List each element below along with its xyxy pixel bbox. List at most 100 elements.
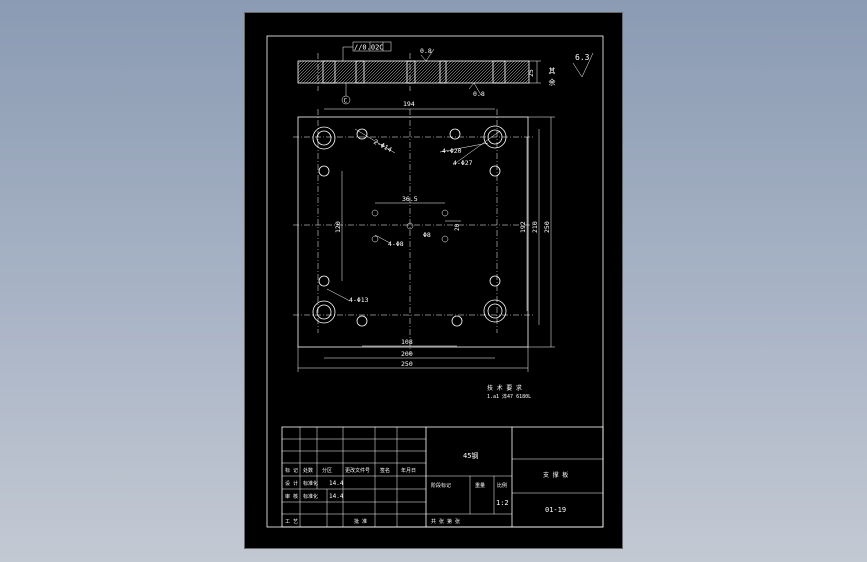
dim-108: 108: [401, 338, 413, 346]
hatch-line: [362, 60, 386, 84]
other-roughness-label: 其 余: [548, 67, 556, 86]
hatch-line: [425, 60, 449, 84]
hatch-line: [297, 60, 320, 83]
section-hole-3: [406, 60, 416, 84]
hatch-line: [527, 81, 530, 84]
hatch-line: [377, 60, 401, 84]
drawing-no: 01-19: [545, 506, 566, 514]
hatch-line: [449, 60, 473, 84]
stage-label: 阶段标记: [431, 482, 451, 489]
engineering-drawing: //0.02C 0.8 0.8 C 25 其 余 6.3: [266, 35, 604, 528]
dim-194: 194: [403, 100, 415, 108]
hatch-line: [455, 60, 479, 84]
hatch-line: [485, 60, 509, 84]
hatch-line: [458, 60, 482, 84]
hatch-line: [326, 60, 350, 84]
section-hole-1: [322, 60, 336, 84]
dimensions: 194 36.5 120 192 210 250 108 200 250 20: [297, 100, 555, 372]
section-outline: [297, 60, 530, 84]
hatch-line: [317, 60, 341, 84]
scale-label: 比例: [497, 482, 507, 489]
hatch-line: [386, 60, 410, 84]
hatch-line: [431, 60, 455, 84]
row-craft: 工 艺: [285, 519, 298, 525]
inner-border: [266, 35, 604, 528]
row-header-1: 处数: [303, 467, 313, 474]
hatch-line: [297, 60, 308, 71]
hatch-line: [500, 60, 524, 84]
hatch-line: [443, 60, 467, 84]
dim-250-v: 250: [543, 221, 551, 233]
hatch-line: [476, 60, 500, 84]
hatch-line: [521, 75, 530, 84]
hatch-line: [509, 63, 530, 84]
hatch-line: [446, 60, 470, 84]
hatch-line: [488, 60, 512, 84]
hatch-line: [302, 60, 326, 84]
scale-value: 1:2: [496, 499, 509, 507]
row-header-0: 标 记: [285, 467, 298, 474]
thickness-dim: 25: [527, 69, 535, 77]
plan-view: 194 36.5 120 192 210 250 108 200 250 20: [293, 100, 555, 372]
hatch-line: [404, 60, 428, 84]
dim-small-20: 20: [454, 223, 461, 231]
hatch-line: [422, 60, 446, 84]
dim-210: 210: [531, 221, 539, 233]
material: 45钢: [463, 451, 478, 460]
hatch-line: [297, 60, 305, 68]
row-design-0: 设 计: [285, 480, 298, 487]
hatch-line: [401, 60, 425, 84]
flatness-frame: [352, 41, 392, 52]
row-design-2: 14.4: [329, 480, 344, 487]
hatch-line: [416, 60, 440, 84]
roughness-top: 0.8: [420, 47, 432, 55]
label-hole-center: Φ8: [423, 231, 431, 239]
hatch-line: [464, 60, 488, 84]
row-approve: 批 准: [354, 518, 367, 525]
hatch-line: [440, 60, 464, 84]
hatch-line: [518, 72, 530, 84]
hatch-line: [329, 60, 353, 84]
drawing-sheet: //0.02C 0.8 0.8 C 25 其 余 6.3: [244, 12, 623, 549]
dim-250-h: 250: [401, 360, 413, 368]
hatch-line: [515, 69, 530, 84]
hatch-line: [341, 60, 365, 84]
hatch-line: [524, 78, 530, 84]
hatch-line: [470, 60, 494, 84]
hatch-line: [320, 60, 344, 84]
hatch-line: [407, 60, 431, 84]
hatch-line: [491, 60, 515, 84]
hatch-line: [392, 60, 416, 84]
leaders: 2-Φ14 4-Φ20 4-Φ27 4-Φ8 Φ8 4-Φ13: [326, 128, 501, 304]
hatch-line: [332, 60, 356, 84]
hatch-line: [371, 60, 395, 84]
roughness-bottom: 0.8: [473, 90, 485, 98]
hatch-line: [503, 60, 527, 84]
notes-title: 技 术 要 求: [487, 384, 522, 392]
label-hole-20: 4-Φ20: [442, 147, 462, 155]
section-hole-5: [492, 60, 506, 84]
hatch-line: [494, 60, 518, 84]
hatch-line: [452, 60, 476, 84]
hatch-line: [305, 60, 329, 84]
row-header-3: 更改文件号: [345, 467, 370, 474]
hatch-line: [482, 60, 506, 84]
dim-120: 120: [334, 221, 342, 233]
hatch-line: [353, 60, 377, 84]
label-hole-14: 2-Φ14: [372, 138, 393, 154]
hatch-line: [297, 60, 317, 80]
label-hole-27: 4-Φ27: [453, 159, 473, 167]
small-holes: [318, 128, 501, 327]
section-hole-2: [355, 60, 365, 84]
hatch-line: [389, 60, 413, 84]
hatch-line: [297, 60, 302, 65]
other-roughness-value: 6.3: [575, 53, 590, 62]
hatch-line: [335, 60, 359, 84]
row-header-5: 年月日: [401, 467, 416, 474]
hatch-line: [383, 60, 407, 84]
hatch-line: [410, 60, 434, 84]
label-hole-8: 4-Φ8: [388, 240, 404, 248]
hatch-line: [374, 60, 398, 84]
sheets-label: 共 张 第 张: [431, 518, 460, 525]
hatch-line: [297, 60, 314, 77]
